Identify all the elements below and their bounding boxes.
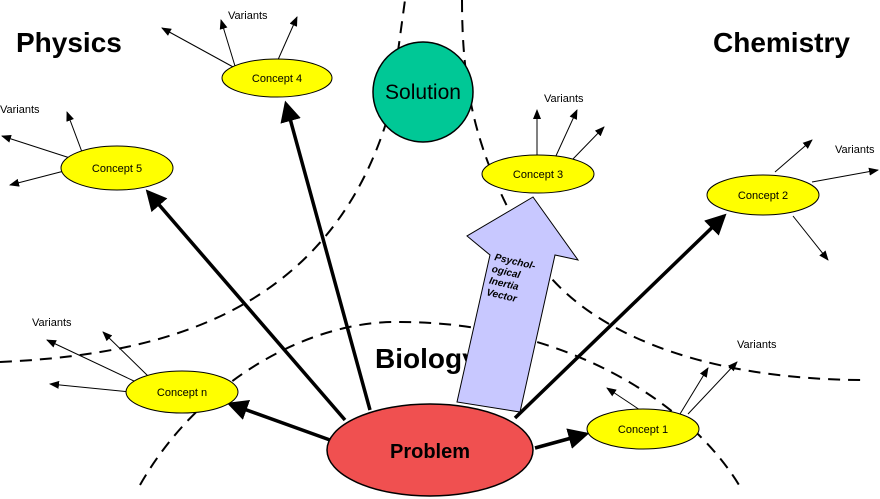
variant-arrow [49, 380, 131, 393]
arrow-to-concept-2 [513, 213, 727, 420]
concept-1-node: Concept 1 [586, 408, 700, 450]
variant-arrow [792, 215, 829, 261]
problem-node: Problem [326, 403, 534, 497]
arrow-to-concept-5 [145, 189, 347, 422]
physics-boundary [0, 0, 406, 363]
solution-label: Solution [385, 81, 461, 104]
concept-5-ellipse [60, 145, 174, 191]
concept-5-node: Concept 5 [60, 145, 174, 191]
problem-label: Problem [390, 441, 470, 463]
concept-n-ellipse [125, 370, 239, 414]
variant-arrow [161, 27, 236, 69]
arrow-to-concept-4 [280, 100, 372, 411]
inertia-vector-arrow [456, 196, 580, 413]
variants-label-concept-2: Variants [835, 144, 875, 156]
variant-arrow [66, 111, 83, 153]
concept-n-node: Concept n [125, 370, 239, 414]
concept-3-ellipse [481, 154, 595, 194]
variant-arrow [9, 169, 69, 187]
concept-2-ellipse [706, 174, 820, 216]
concept-3-label: Concept 3 [513, 169, 563, 181]
variant-arrow [687, 361, 738, 415]
variant-arrow [811, 167, 879, 183]
concept-1-ellipse [586, 408, 700, 450]
variants-label-concept-1: Variants [737, 339, 777, 351]
variant-arrow [1, 134, 71, 159]
concept-n-label: Concept n [157, 387, 207, 399]
variant-arrow [571, 126, 605, 161]
psychological-inertia-vector: Psychol- ogical Inertia Vector [456, 196, 580, 413]
chemistry-label: Chemistry [713, 27, 850, 58]
variant-arrow [276, 16, 298, 63]
solution-node: Solution [372, 41, 474, 143]
variant-arrow [679, 367, 709, 415]
arrow-to-concept-n [226, 400, 331, 442]
arrow-to-concept-1 [534, 428, 590, 450]
concept-4-ellipse [221, 58, 333, 98]
concept-3-node: Concept 3 [481, 154, 595, 194]
variant-arrow [102, 331, 149, 377]
variant-arrow [554, 109, 578, 159]
concept-1-label: Concept 1 [618, 424, 668, 436]
concept-2-node: Concept 2 [706, 174, 820, 216]
variant-arrow [46, 339, 137, 383]
concept-2-label: Concept 2 [738, 190, 788, 202]
biology-boundary [139, 320, 743, 491]
variants-label-concept-n: Variants [32, 317, 72, 329]
concept-5-label: Concept 5 [92, 163, 142, 175]
variants-label-concept-4: Variants [228, 10, 268, 22]
variant-arrow [606, 387, 641, 411]
biology-label: Biology [375, 343, 478, 374]
solution-circle [372, 41, 474, 143]
variant-arrow [774, 139, 813, 173]
concept-4-label: Concept 4 [252, 73, 302, 85]
variant-arrow [219, 19, 236, 67]
physics-label: Physics [16, 27, 122, 58]
variant-arrows [1, 16, 879, 415]
variants-label-concept-3: Variants [544, 93, 584, 105]
concept-4-node: Concept 4 [221, 58, 333, 98]
concept-arrows [145, 100, 727, 450]
variants-label-concept-5: Variants [0, 104, 40, 116]
problem-ellipse [326, 403, 534, 497]
